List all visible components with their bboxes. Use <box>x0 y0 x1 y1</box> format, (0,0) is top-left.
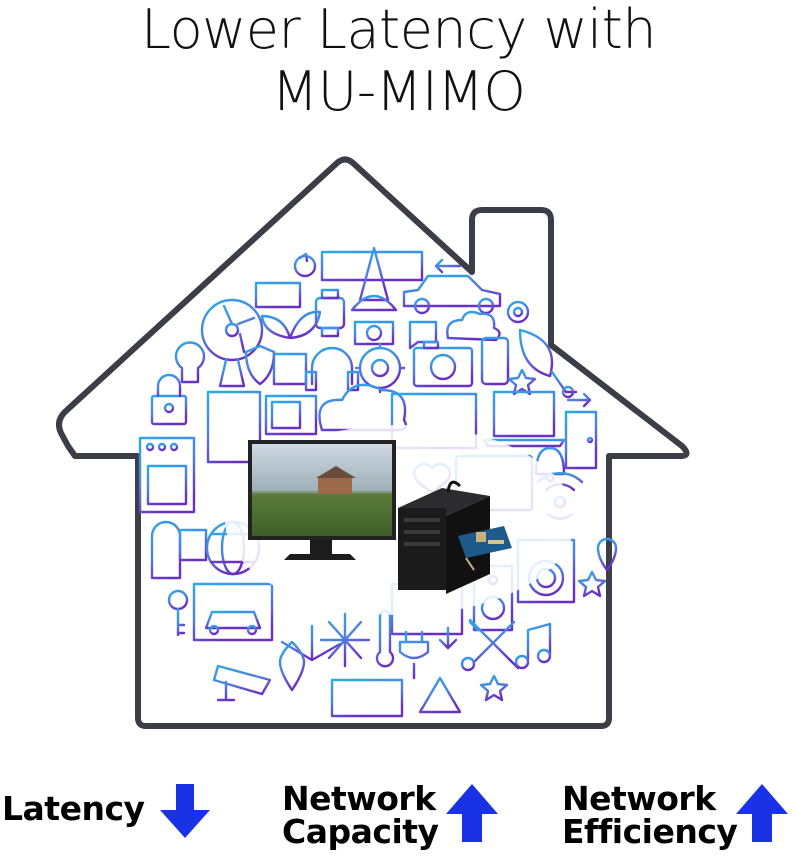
car-icon <box>402 274 502 315</box>
cloud-icon-small <box>446 310 501 342</box>
snowflake-icon <box>319 612 371 668</box>
wind-turbine-icon <box>280 624 342 712</box>
star-icon-bottom <box>479 674 509 702</box>
radiator-icon <box>330 678 404 718</box>
desktop-monitor <box>248 440 396 560</box>
feature-network-capacity-line-1: Network <box>282 779 436 818</box>
arrow-down-icon <box>438 626 458 650</box>
recycle-icon-bottom <box>418 676 462 714</box>
camera-icon-small <box>353 320 395 346</box>
star-icon <box>577 570 607 598</box>
feature-latency-label: Latency <box>2 789 145 828</box>
shield-icon <box>244 344 276 386</box>
recycle-icon <box>293 252 317 278</box>
padlock-icon <box>150 373 188 426</box>
feature-network-efficiency-line-1: Network <box>562 779 716 818</box>
arrow-left-icon <box>434 258 462 274</box>
stove-icon <box>138 436 196 514</box>
star-icon-top <box>507 368 537 396</box>
gear-icon-small <box>506 300 530 324</box>
feature-network-capacity: Network Capacity <box>282 782 439 848</box>
feature-latency: Latency <box>2 792 145 825</box>
location-pin-icon <box>596 537 618 572</box>
camera-icon <box>412 340 474 388</box>
oven-icon <box>192 582 274 642</box>
headline-line-1: Lower Latency with <box>140 0 657 61</box>
cctv-icon <box>212 664 272 702</box>
wifi-adapter-card <box>458 526 512 571</box>
satellite-dish-icon <box>518 328 578 399</box>
feature-network-efficiency-line-2: Efficiency <box>562 812 738 851</box>
tools-icon <box>460 618 520 672</box>
bell-icon-top <box>350 294 398 320</box>
fan-icon <box>200 298 264 388</box>
key-icon <box>167 589 189 637</box>
arrow-down-icon <box>160 784 210 838</box>
arrow-up-icon <box>736 784 788 842</box>
arrow-up-icon <box>446 784 498 842</box>
feature-network-capacity-line-2: Capacity <box>282 812 439 851</box>
droplet-icon <box>278 640 306 692</box>
lamp-icon <box>358 238 390 302</box>
feature-network-efficiency: Network Efficiency <box>562 779 738 851</box>
plant-icon <box>260 310 322 386</box>
mailbox-icon <box>150 520 208 592</box>
house-illustration <box>56 156 690 729</box>
phone-icon <box>480 336 510 386</box>
thermometer-icon <box>375 609 395 668</box>
house-outline <box>56 156 690 729</box>
door-icon <box>564 392 598 470</box>
music-note-icon <box>514 622 552 670</box>
battery-charging-icon <box>254 281 307 309</box>
laptop-icon <box>482 390 566 448</box>
lightbulb-icon <box>174 341 206 390</box>
headphones-icon <box>304 346 360 392</box>
fridge-icon <box>206 390 262 464</box>
headline-line-2: MU-MIMO <box>271 60 526 123</box>
microwave-icon <box>264 394 318 436</box>
plug-icon <box>398 630 430 680</box>
